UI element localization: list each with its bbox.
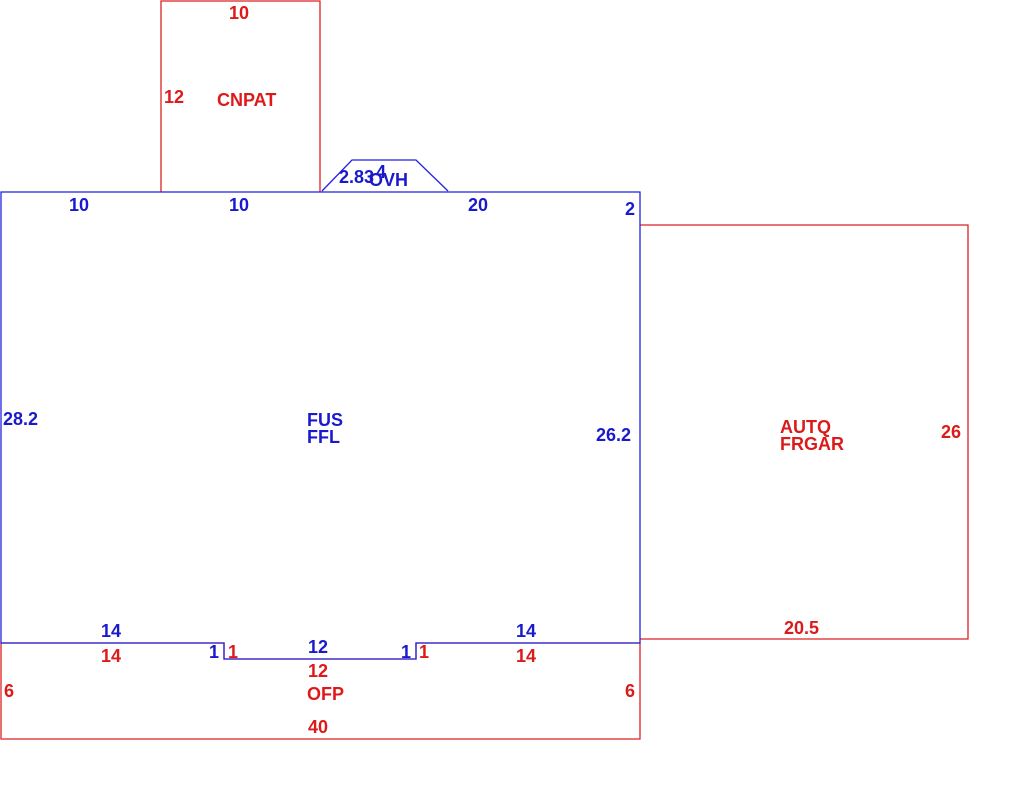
dim-porch-left: 6 <box>4 681 14 701</box>
dim-patio-top: 10 <box>229 3 249 23</box>
overhang-label: OVH <box>369 170 408 190</box>
dim-main-notch-left: 1 <box>209 642 219 662</box>
porch-label: OFP <box>307 684 344 704</box>
dim-porch-top-right: 14 <box>516 646 536 666</box>
dim-main-right: 26.2 <box>596 425 631 445</box>
garage-outline <box>640 224 969 640</box>
dim-porch-top-mid: 12 <box>308 661 328 681</box>
overhang-outline <box>321 159 449 192</box>
dim-porch-bottom: 40 <box>308 717 328 737</box>
dim-garage-bottom: 20.5 <box>784 618 819 638</box>
dim-ovh-top: 4 <box>376 162 386 182</box>
dim-garage-right: 26 <box>941 422 961 442</box>
dim-main-bottom-mid: 12 <box>308 637 328 657</box>
main-area-label-line2: FFL <box>307 427 340 447</box>
garage-label-line1: AUTQ <box>780 417 831 437</box>
main-area-outline <box>0 191 641 660</box>
dim-main-top-left: 10 <box>69 195 89 215</box>
garage-label-line2: FRGAR <box>780 434 844 454</box>
dim-ovh-left: 2.83 <box>339 167 374 187</box>
dim-main-left: 28.2 <box>3 409 38 429</box>
dim-porch-top-left: 14 <box>101 646 121 666</box>
dim-main-bottom-left: 14 <box>101 621 121 641</box>
patio-label: CNPAT <box>217 90 276 110</box>
dim-main-bottom-right: 14 <box>516 621 536 641</box>
main-area-label-line1: FUS <box>307 410 343 430</box>
dim-patio-left: 12 <box>164 87 184 107</box>
patio-outline <box>160 0 321 192</box>
dim-main-notch-right: 1 <box>401 642 411 662</box>
dim-main-top-right: 20 <box>468 195 488 215</box>
dim-porch-notch-left: 1 <box>228 642 238 662</box>
dim-main-right-jog: 2 <box>625 199 635 219</box>
dim-porch-right: 6 <box>625 681 635 701</box>
dim-main-top-mid: 10 <box>229 195 249 215</box>
dim-porch-notch-right: 1 <box>419 642 429 662</box>
